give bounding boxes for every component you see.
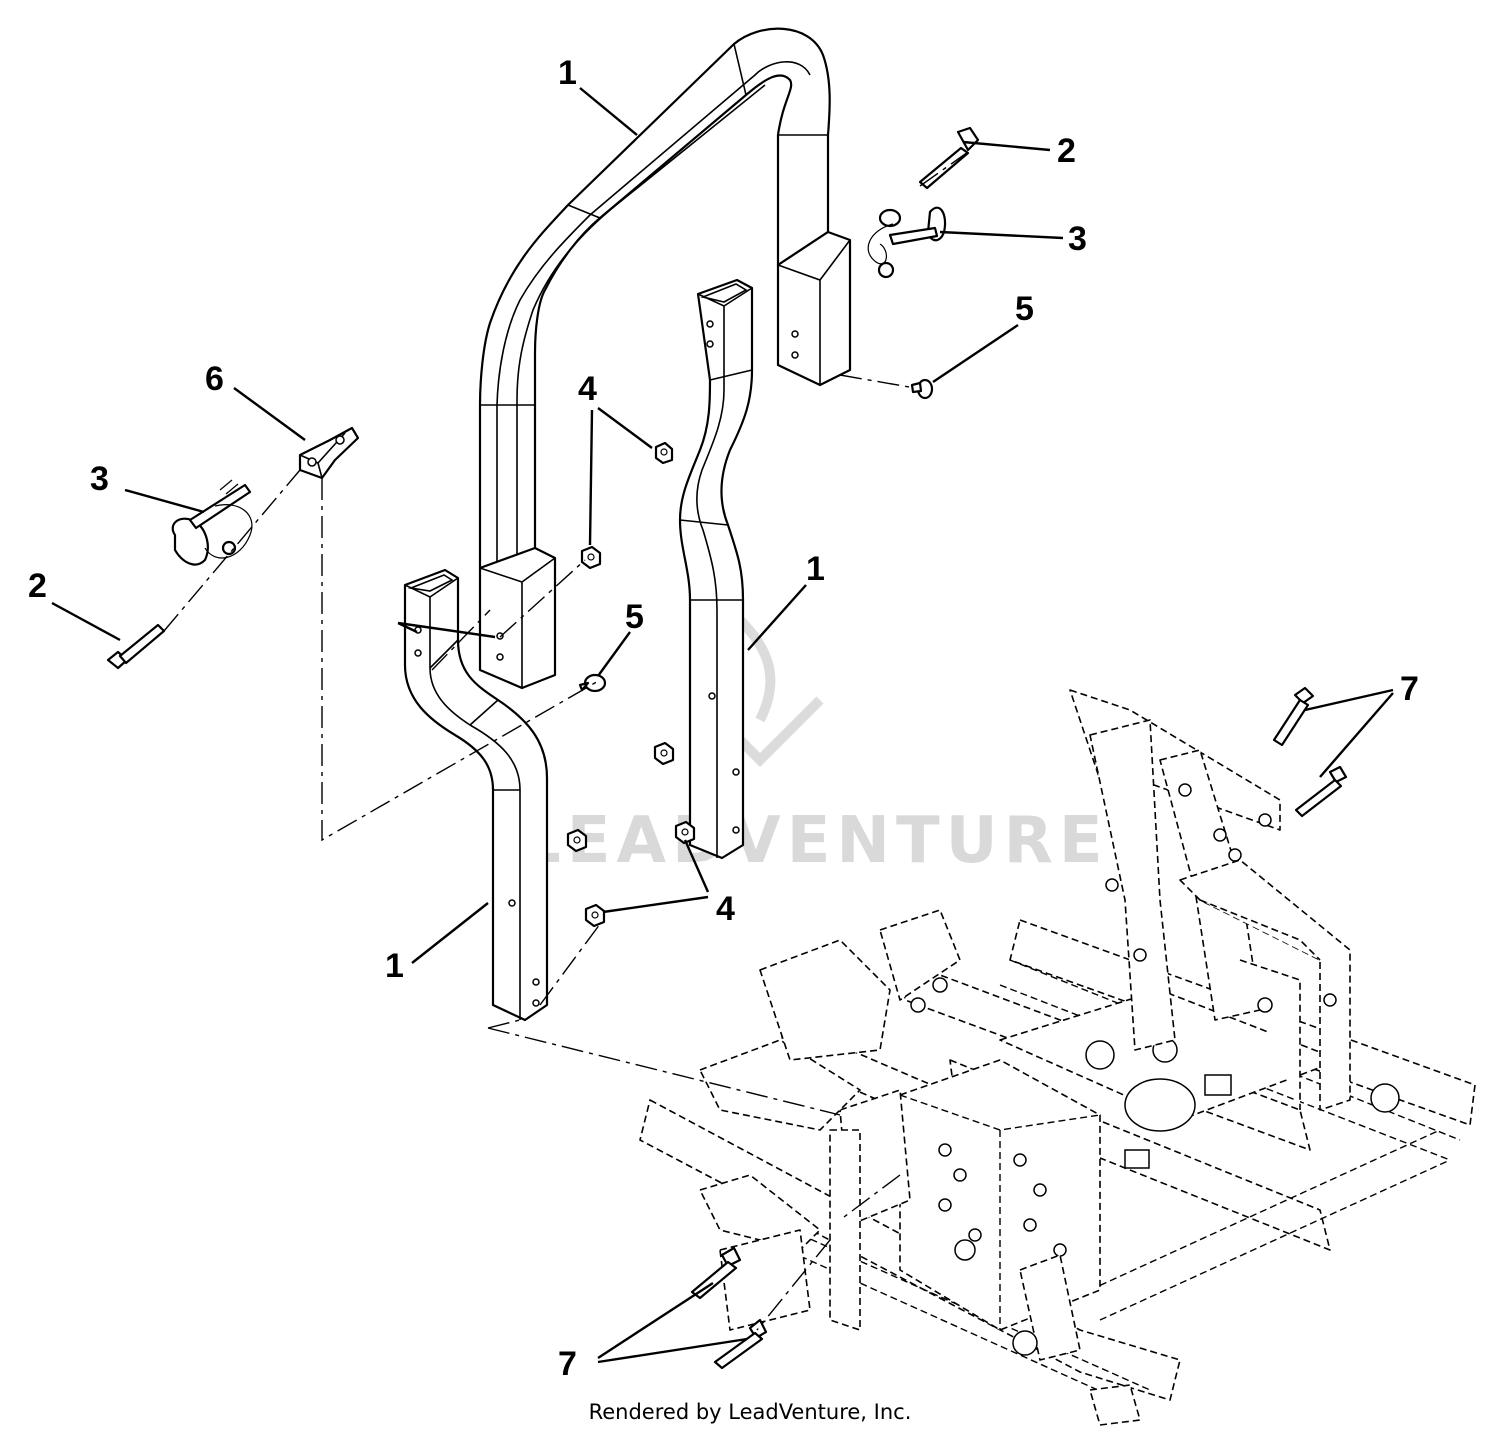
nut-4-upper-2 [580,545,602,570]
callout-1-right: 1 [806,550,825,588]
callout-2-left: 2 [28,567,47,605]
clevis-pin-5-right [910,378,934,400]
mower-frame [639,689,1476,1426]
watermark-text: LEADVENTURE [520,804,1109,878]
callout-1-top: 1 [558,54,577,92]
callout-3-right: 3 [1068,220,1087,258]
nut-4-upper-1 [654,441,674,465]
callout-7-right: 7 [1400,670,1419,708]
callout-4-top: 4 [578,370,597,408]
nut-4-lower-3 [566,828,588,853]
bolt-7-right-2 [1294,765,1348,818]
callout-1-bottom: 1 [385,947,404,985]
roll-bar-upper-hoop [478,27,852,690]
bolt-2-left [106,623,166,670]
roll-bar-left-lower-post [403,568,549,1022]
footer-credit: Rendered by LeadVenture, Inc. [588,1400,912,1424]
hitch-pin-3-right [867,206,947,279]
bolt-7-right-1 [1272,686,1315,747]
callout-5-center: 5 [625,598,644,636]
callout-6: 6 [205,360,224,398]
hitch-pin-3-left [171,479,253,566]
nut-4-lower-2 [674,820,696,845]
callout-3-left: 3 [90,460,109,498]
assembly-lines [163,151,969,1331]
nut-4-lower-4 [584,903,606,928]
leader-lines [51,87,1394,1364]
callout-5-right: 5 [1015,290,1034,328]
nut-4-lower-1 [653,741,675,766]
callouts: 1 2 3 5 4 6 3 2 1 5 7 4 1 7 [28,54,1419,1383]
callout-4-bottom: 4 [716,890,735,928]
roll-bar-right-lower-post [678,278,754,860]
pin-bracket-6 [298,426,360,480]
callout-2-right: 2 [1057,132,1076,170]
callout-7-bottom: 7 [558,1345,577,1383]
